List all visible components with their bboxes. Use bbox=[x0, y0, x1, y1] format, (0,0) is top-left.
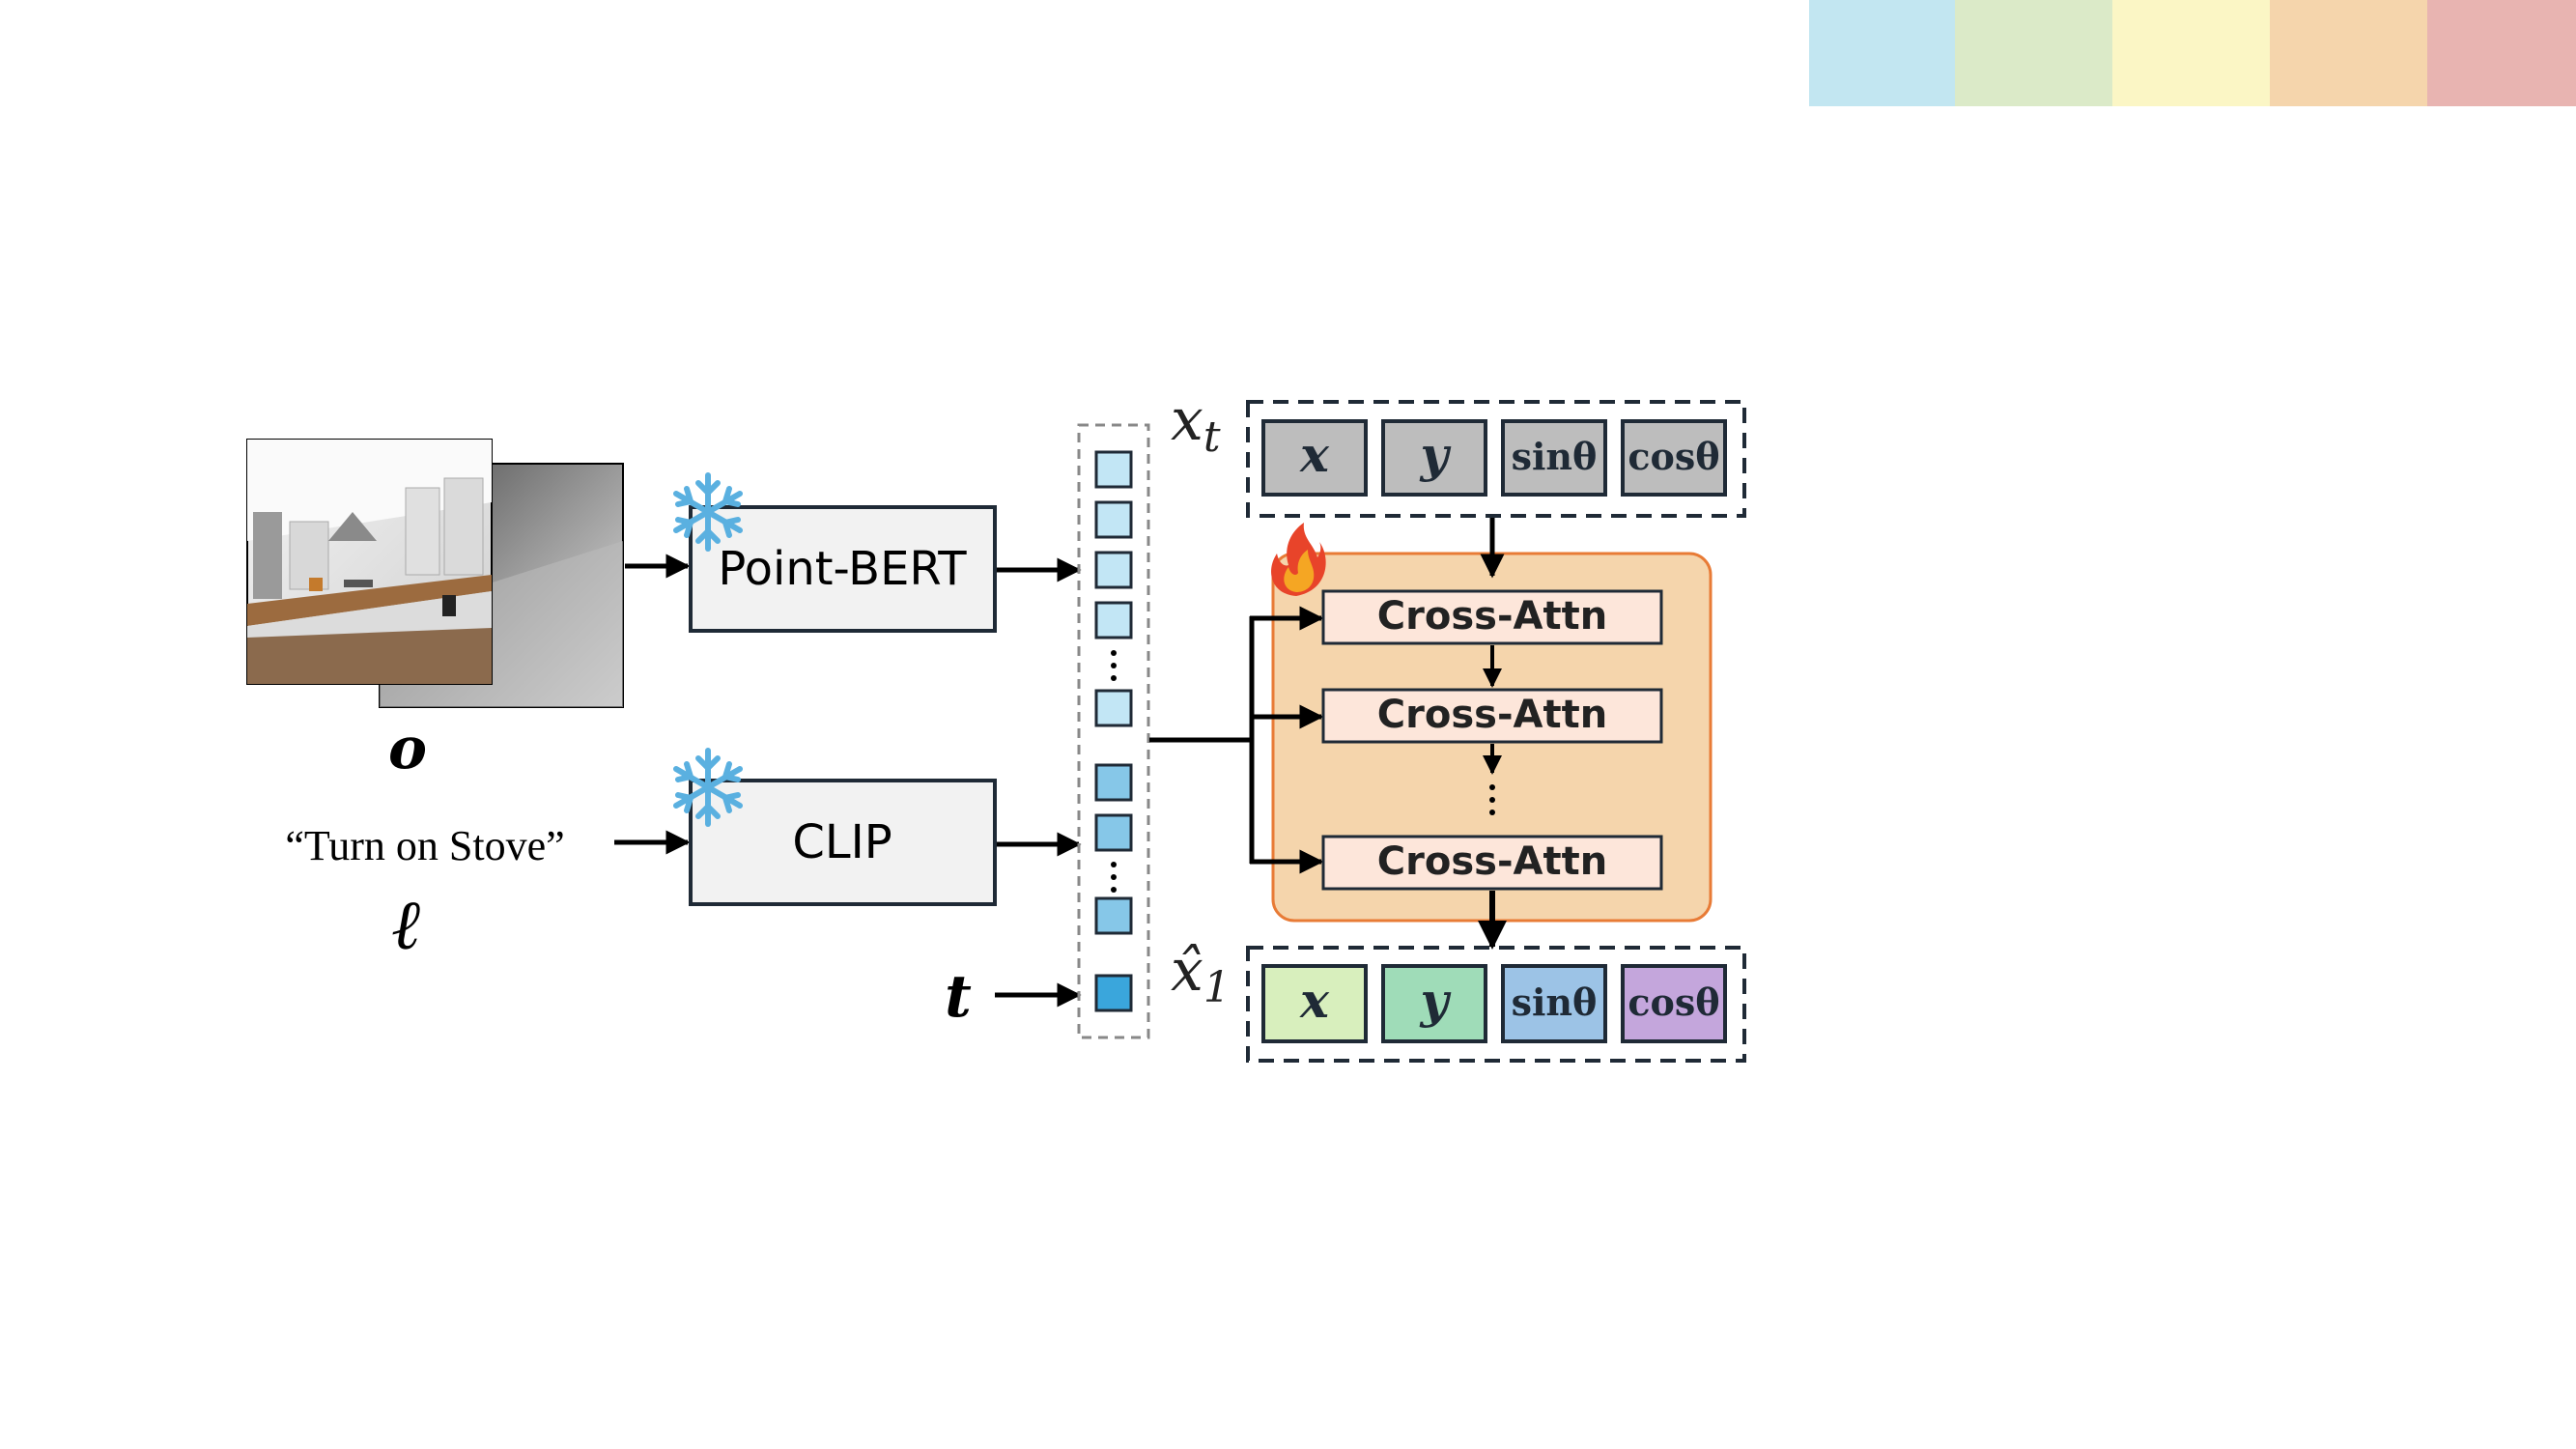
token-language bbox=[1094, 763, 1133, 802]
ellipsis-dot bbox=[1489, 784, 1495, 790]
output-cell-sin bbox=[1501, 964, 1607, 1043]
output-cell-x bbox=[1261, 964, 1368, 1043]
svg-text:sinθ: sinθ bbox=[1512, 435, 1598, 478]
swatch-4 bbox=[2270, 0, 2427, 106]
token-scene bbox=[1094, 500, 1133, 539]
swatch-3 bbox=[2112, 0, 2270, 106]
ellipsis-dot bbox=[1111, 887, 1117, 893]
input-state: xt x y sinθ cosθ bbox=[1171, 386, 1746, 518]
instruction-symbol: ℓ bbox=[391, 884, 420, 965]
snowflake-icon bbox=[673, 472, 743, 552]
fire-icon bbox=[1271, 523, 1326, 596]
token-scene bbox=[1094, 551, 1133, 589]
input-state-label: xt bbox=[1171, 386, 1221, 462]
token-scene bbox=[1094, 450, 1133, 489]
cross-attn-label: Cross-Attn bbox=[1377, 594, 1607, 639]
instruction-text: “Turn on Stove” bbox=[285, 822, 564, 869]
clip-label: CLIP bbox=[792, 815, 892, 869]
input-cell-y bbox=[1381, 419, 1487, 497]
ellipsis-dot bbox=[1111, 650, 1117, 656]
svg-text:y: y bbox=[1419, 972, 1451, 1029]
rgb-kitchen-image bbox=[246, 439, 493, 685]
cross-attn-block-2: Cross-Attn bbox=[1321, 688, 1663, 744]
input-cell-cos bbox=[1621, 419, 1727, 497]
clip-encoder: CLIP bbox=[689, 779, 997, 906]
ellipsis-dot bbox=[1111, 675, 1117, 681]
svg-text:cosθ: cosθ bbox=[1628, 435, 1719, 478]
observation-images bbox=[246, 439, 624, 708]
svg-text:cosθ: cosθ bbox=[1628, 980, 1719, 1024]
input-cell-x bbox=[1261, 419, 1368, 497]
condition-connectors bbox=[1149, 606, 1324, 874]
observation-symbol: o bbox=[388, 715, 427, 782]
ellipsis-dot bbox=[1111, 862, 1117, 867]
input-cell-sin bbox=[1501, 419, 1607, 497]
cross-attn-block-1: Cross-Attn bbox=[1321, 589, 1663, 645]
svg-text:x: x bbox=[1299, 426, 1330, 483]
token-timestep bbox=[1094, 974, 1133, 1012]
swatch-5 bbox=[2427, 0, 2576, 106]
token-scene bbox=[1094, 689, 1133, 727]
palette-swatches bbox=[1809, 0, 2576, 106]
point-bert-encoder: Point-BERT bbox=[689, 505, 997, 633]
svg-text:y: y bbox=[1419, 426, 1451, 483]
snowflake-icon bbox=[673, 748, 743, 827]
point-bert-label: Point-BERT bbox=[718, 542, 967, 596]
output-state-label: x̂1 bbox=[1171, 937, 1231, 1012]
ellipsis-dot bbox=[1111, 663, 1117, 668]
token-column bbox=[1077, 423, 1150, 1039]
ellipsis-dot bbox=[1489, 810, 1495, 815]
swatch-2 bbox=[1955, 0, 2112, 106]
ellipsis-dot bbox=[1489, 797, 1495, 803]
cross-attn-label: Cross-Attn bbox=[1377, 693, 1607, 737]
timestep-symbol: t bbox=[945, 963, 972, 1031]
svg-text:x: x bbox=[1299, 972, 1330, 1029]
swatch-1 bbox=[1809, 0, 1955, 106]
svg-text:sinθ: sinθ bbox=[1512, 980, 1598, 1024]
token-language bbox=[1094, 813, 1133, 852]
cross-attn-label: Cross-Attn bbox=[1377, 839, 1607, 884]
output-state: x̂1 x y sinθ cosθ bbox=[1171, 937, 1746, 1063]
ellipsis-dot bbox=[1111, 874, 1117, 880]
token-language bbox=[1094, 896, 1133, 935]
output-cell-y bbox=[1381, 964, 1487, 1043]
cross-attn-block-3: Cross-Attn bbox=[1321, 835, 1663, 891]
token-scene bbox=[1094, 601, 1133, 639]
output-cell-cos bbox=[1621, 964, 1727, 1043]
